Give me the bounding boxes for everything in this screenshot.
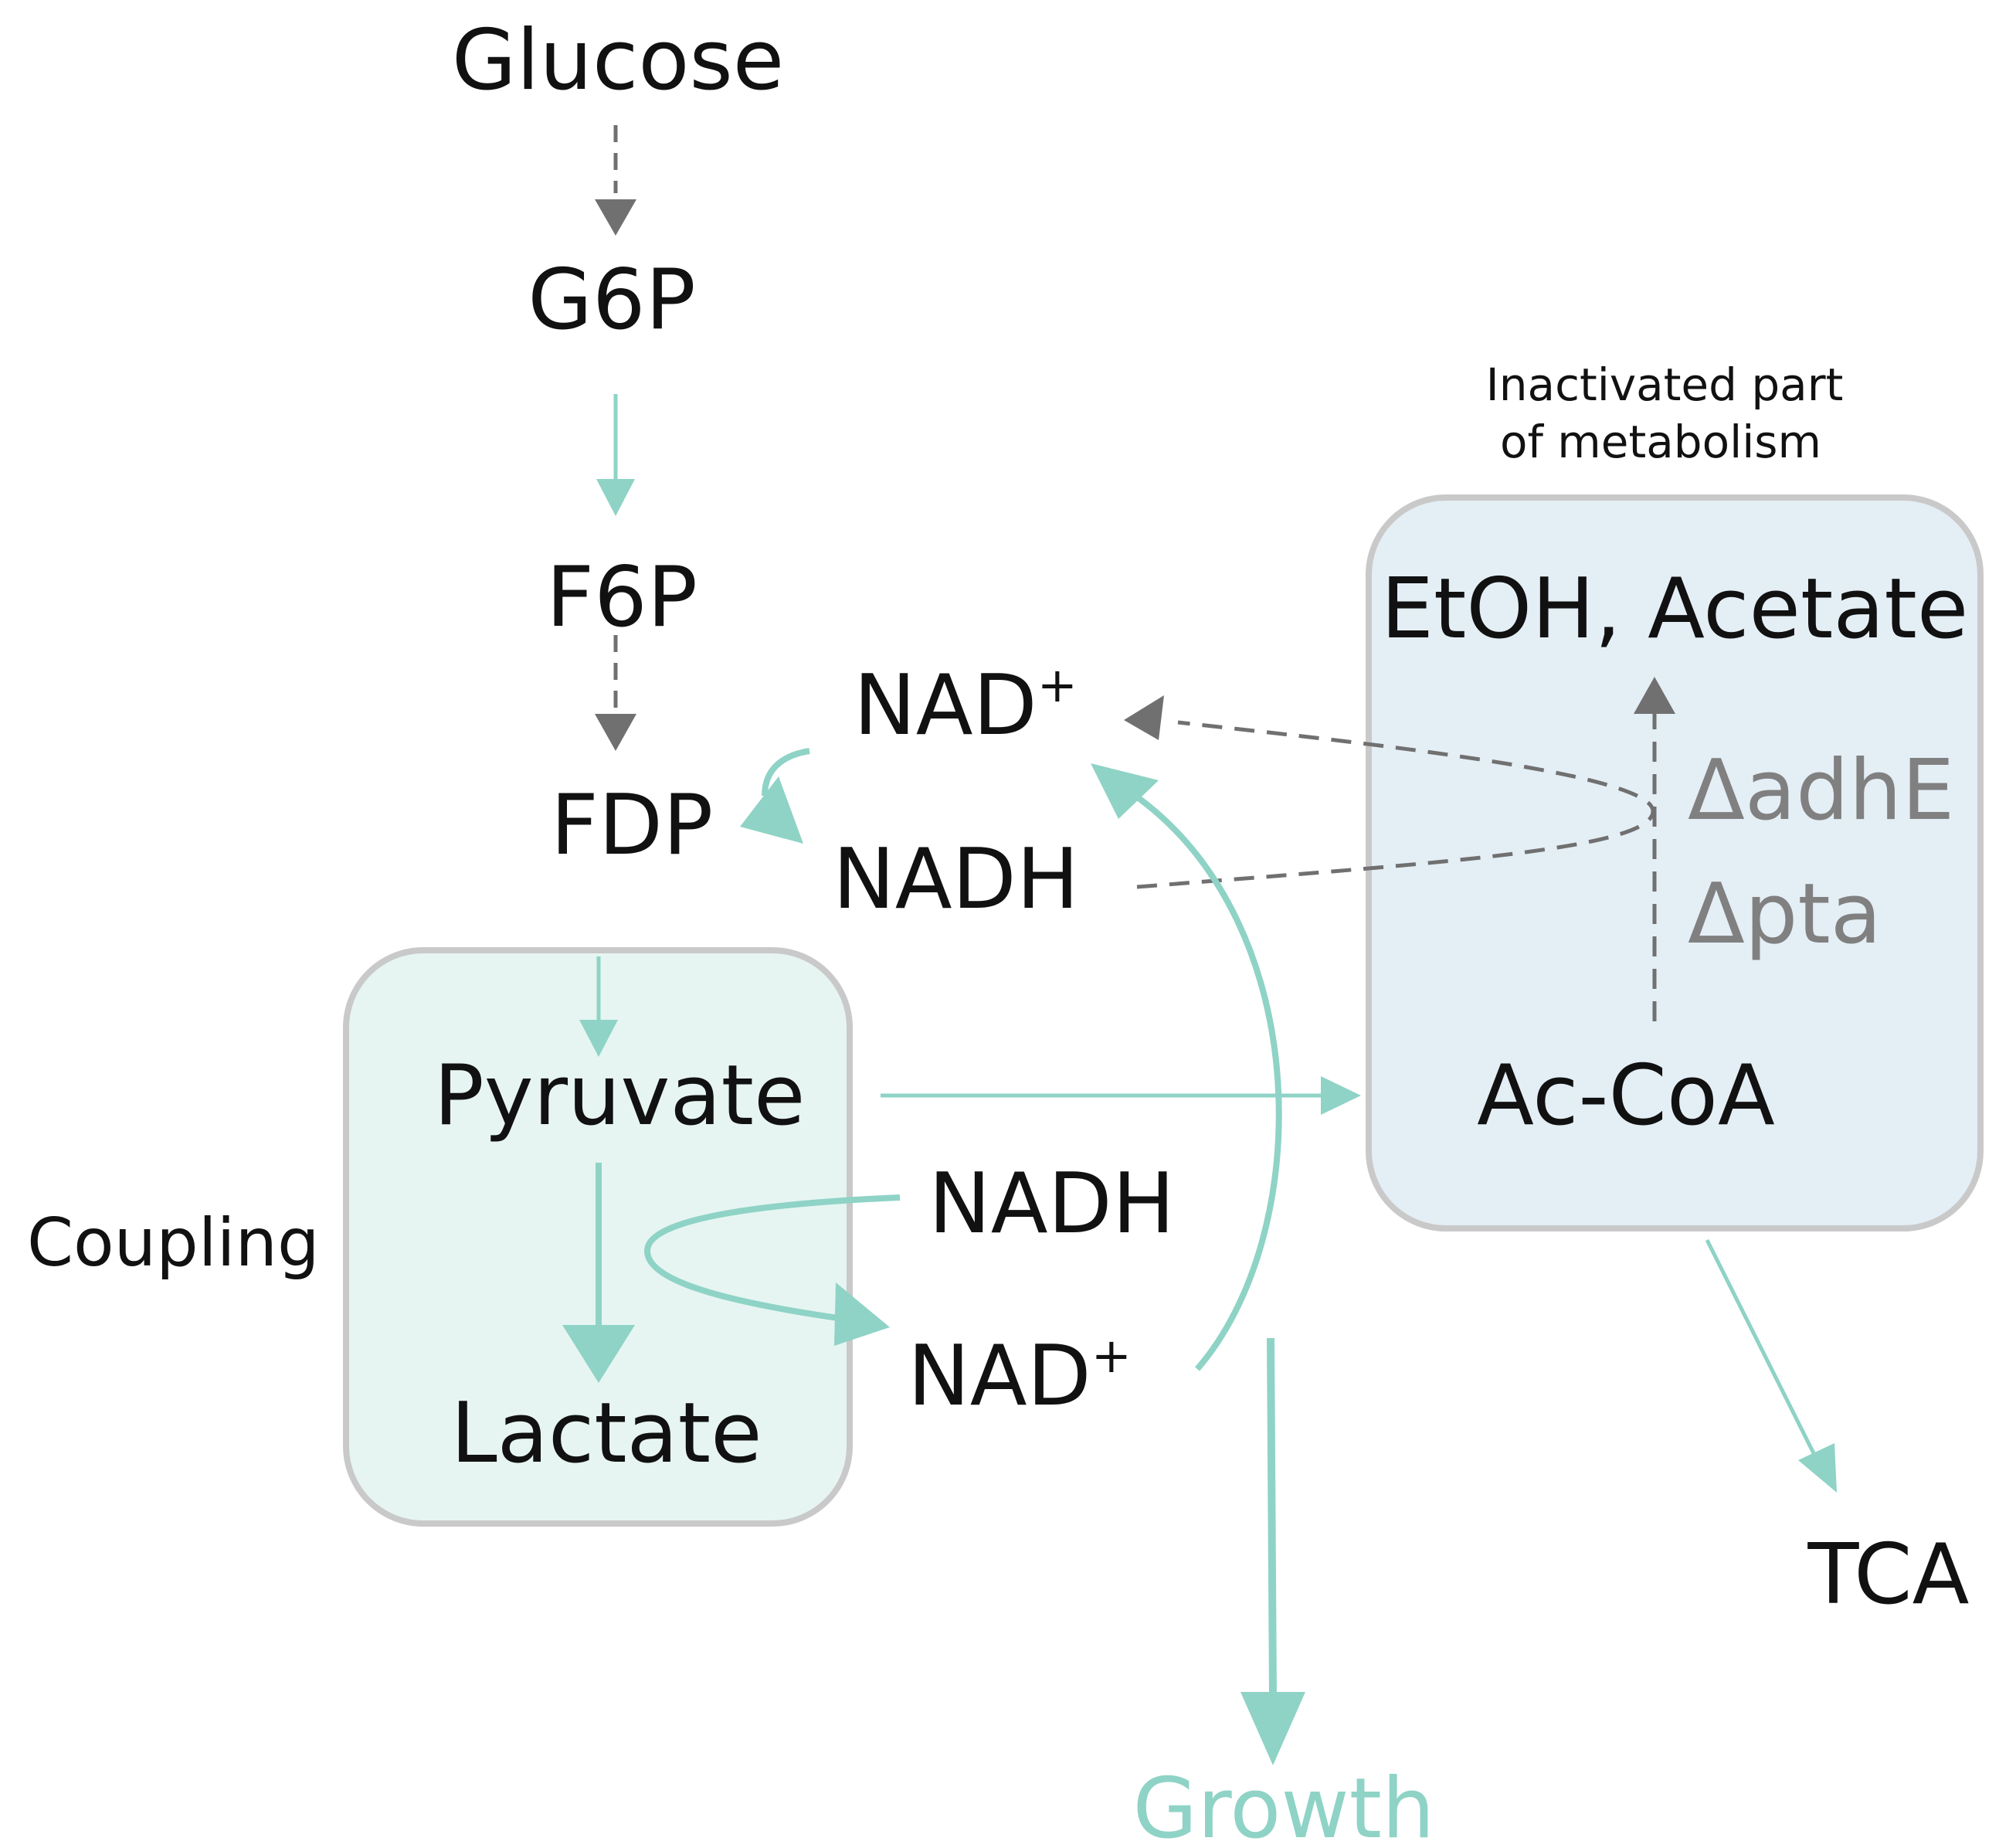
nadh-top-label: NADH (833, 831, 1079, 928)
g6p-label: G6P (528, 252, 696, 348)
nadh-middle-label: NADH (928, 1156, 1175, 1252)
nad-bottom-superscript: + (1091, 1327, 1132, 1384)
acetyl-coa-to-tca-arrowhead (1798, 1443, 1837, 1493)
inactivated-note-line2: of metabolism (1500, 416, 1821, 468)
nad-to-fdp-curve (762, 748, 810, 797)
inactivated-metabolism-box (1366, 494, 1984, 1231)
nad-top-superscript: + (1037, 657, 1078, 713)
etoh-acetate-label: EtOH, Acetate (1381, 561, 1969, 657)
nad-plus-bottom-label: NAD+ (908, 1327, 1132, 1425)
growth-label: Growth (1133, 1761, 1435, 1848)
nad-top-text: NAD (854, 657, 1037, 754)
nad-to-fdp-arrowhead (740, 776, 803, 844)
f6p-to-fdp-arrowhead (595, 714, 636, 751)
fdp-to-pyruvate-arrowhead (579, 1020, 618, 1057)
glucose-to-g6p-arrowhead (595, 199, 636, 236)
lactate-label: Lactate (450, 1385, 762, 1482)
pta-knockout-label: Δpta (1688, 866, 1882, 963)
fdp-label: FDP (551, 777, 713, 874)
glucose-label: Glucose (452, 12, 784, 109)
f6p-label: F6P (546, 549, 697, 646)
acetyl-coa-to-tca-arrow (1705, 1238, 1817, 1458)
acetyl-coa-to-etoh-arrowhead (1634, 677, 1675, 714)
nad-regeneration-arrowhead (1091, 763, 1159, 819)
tca-label: TCA (1807, 1527, 1970, 1623)
nadh-to-nad-knockout-cycle (1136, 720, 1655, 889)
pyruvate-to-acetyl-coa-arrowhead (1321, 1076, 1361, 1115)
growth-arrowhead (1240, 1692, 1305, 1765)
acetyl-coa-label: Ac-CoA (1477, 1048, 1775, 1144)
pyruvate-label: Pyruvate (434, 1048, 806, 1144)
active-flux-arrows (562, 394, 1837, 1765)
coupling-curve-arrowhead (834, 1282, 890, 1346)
nad-plus-top-label: NAD+ (854, 657, 1078, 754)
pyruvate-to-lactate-arrowhead (562, 1325, 635, 1383)
coupling-label: Coupling (27, 1204, 320, 1282)
g6p-to-f6p-arrowhead (596, 479, 635, 516)
knockout-cycle-arrowhead (1124, 695, 1164, 740)
nadh-to-nad-coupling-curve (643, 1194, 901, 1321)
inactivated-note-line1: Inactivated part (1486, 358, 1844, 411)
nad-regeneration-curve (1133, 793, 1282, 1371)
growth-arrow (1267, 1337, 1277, 1697)
nad-bottom-text: NAD (908, 1328, 1091, 1425)
adhe-knockout-label: ΔadhE (1688, 742, 1954, 839)
inactive-flux-arrows (595, 125, 1675, 1021)
